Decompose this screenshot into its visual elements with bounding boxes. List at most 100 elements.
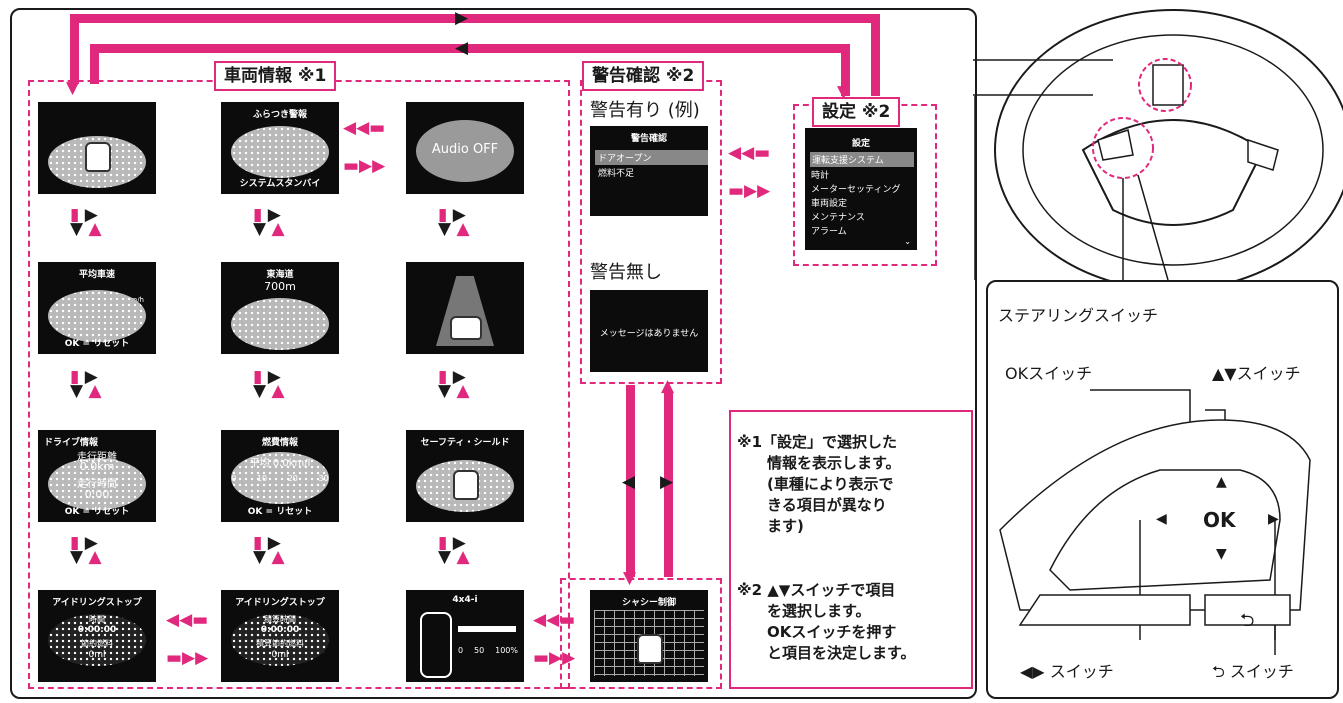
fuel-tick: 10 [256, 474, 268, 483]
down-up-arrows-icon: ▮ ▶▼ ▲ [70, 205, 102, 239]
left-right-switch-label: ◀▶ スイッチ [1020, 662, 1114, 681]
back-switch-label: ⮌ スイッチ [1212, 662, 1294, 681]
fuel-tick: 30 [318, 474, 329, 483]
bottom-right-region [560, 578, 722, 689]
up-button-icon[interactable]: ▲ [1216, 474, 1227, 490]
screen-wobble-alert: ふらつき警報 システムスタンバイ [221, 102, 339, 194]
settings-item: 車両設定 [811, 199, 848, 209]
idle-total-time-label: 積算時間 [264, 615, 296, 624]
ok-reset-text: OK = リセット [64, 507, 130, 517]
settings-item-selected: 運転支援システム [810, 152, 914, 167]
idle-saved-label: 節約燃料 [81, 639, 113, 648]
settings-item: アラーム [811, 227, 847, 237]
left-arrow-icon: ◀ [622, 472, 636, 492]
idle-total-saved-label: 積算節約燃料 [256, 639, 304, 648]
warning-down-bar [626, 385, 635, 577]
screen-vehicle [38, 102, 156, 194]
right-arrow-icon: ▬▶▶ [166, 648, 209, 668]
scroll-down-icon: ⌄ [904, 237, 911, 246]
awd-ticks: 0 50 100% [458, 646, 518, 655]
left-arrow-icon: ◀◀▬ [728, 143, 771, 163]
left-arrow-icon: ◀ [455, 38, 469, 58]
no-message-text: メッセージはありません [599, 329, 699, 339]
audio-off-text: Audio OFF [431, 142, 499, 157]
fuel-avg-value: 平均 0.0km/l [249, 458, 311, 469]
down-up-arrows-icon: ▮ ▶▼ ▲ [70, 367, 102, 401]
right-button-icon[interactable]: ▶ [1268, 511, 1279, 527]
fuel-tick: 20 [287, 474, 298, 483]
drive-info-title: ドライブ情報 [44, 438, 99, 448]
safety-shield-title: セーフティ・シールド [420, 438, 510, 448]
drive-time-value: 0:00 [84, 488, 110, 501]
chassis-title: シャシー制御 [621, 598, 676, 608]
awd-tick: 50 [474, 646, 485, 655]
notes-box [729, 410, 973, 689]
down-arrow-icon: ▼ [837, 82, 851, 102]
right-arrow-icon: ▬▶▶ [343, 156, 386, 176]
screen-audio-off: Audio OFF [406, 102, 524, 194]
wobble-title: ふらつき警報 [252, 110, 307, 120]
ok-switch-label: OKスイッチ [1005, 364, 1093, 383]
settings-item: メンテナンス [811, 213, 865, 223]
top-loop-right-outer [871, 14, 880, 96]
warning-item: 燃料不足 [598, 169, 635, 179]
top-loop-bar-inner [90, 44, 850, 53]
screen-idle-stop-total: アイドリングストップ 積算時間 0:00:00 積算節約燃料 0ml [221, 590, 339, 682]
top-loop-left-inner [90, 44, 99, 84]
fuel-tick: 0 [231, 474, 237, 483]
steering-wheel-illustration [973, 9, 1343, 280]
idle-total-saved-value: 0ml [271, 650, 289, 660]
warning-item-selected: ドアオープン [595, 150, 708, 165]
down-up-arrows-icon: ▮ ▶▼ ▲ [438, 367, 470, 401]
warning-no-label: 警告無し [590, 262, 662, 283]
left-arrow-icon: ◀◀▬ [166, 610, 209, 630]
down-up-arrows-icon: ▮ ▶▼ ▲ [438, 205, 470, 239]
left-arrow-icon: ◀◀▬ [533, 610, 576, 630]
right-arrow-icon: ▶ [455, 8, 469, 28]
idle-time-value: 0:00:00 [77, 625, 117, 635]
tokaido-dist: 700m [264, 280, 296, 293]
ok-reset-text: OK = リセット [247, 507, 313, 517]
drive-time-label: 走行時間 [77, 479, 117, 490]
ok-button[interactable]: OK [1203, 508, 1236, 532]
warning-check-label: 警告確認 ※2 [582, 61, 705, 91]
right-arrow-icon: ▬▶▶ [533, 648, 576, 668]
warning-yes-label: 警告有り (例) [590, 100, 700, 121]
ok-reset-text: OK = リセット [64, 339, 130, 349]
left-button-icon[interactable]: ◀ [1156, 511, 1167, 527]
screen-settings-menu: 設定 運転支援システム 時計 メーターセッティング 車両設定 メンテナンス アラ… [805, 128, 917, 250]
avg-speed-title: 平均車速 [78, 270, 115, 280]
back-button-icon[interactable]: ⮌ [1240, 610, 1255, 631]
up-down-switch-label: ▲▼スイッチ [1212, 364, 1301, 383]
down-button-icon[interactable]: ▼ [1216, 546, 1227, 562]
warning-up-bar [664, 392, 673, 577]
awd-tick: 0 [458, 646, 464, 655]
down-up-arrows-icon: ▮ ▶▼ ▲ [438, 533, 470, 567]
idle-total-time-value: 0:00:00 [260, 625, 300, 635]
screen-lane [406, 262, 524, 354]
left-arrow-icon: ◀◀▬ [343, 118, 386, 138]
idle-saved-value: 0ml [88, 650, 106, 660]
switch-panel-title: ステアリングスイッチ [998, 306, 1159, 325]
screen-no-message: メッセージはありません [590, 290, 708, 372]
screen-warning-list: 警告確認 ドアオープン 燃料不足 [590, 126, 708, 216]
screen-safety-shield: セーフティ・シールド [406, 430, 524, 522]
settings-title: 設定 [851, 139, 870, 149]
idle-stop-title: アイドリングストップ [235, 598, 325, 608]
note-1: ※1「設定」で選択した 情報を表示します。 (車種により表示で きる項目が異なり… [737, 433, 901, 535]
screen-chassis-control: シャシー制御 [590, 590, 708, 682]
screen-avg-speed: 平均車速 0 km/h OK = リセット [38, 262, 156, 354]
down-up-arrows-icon: ▮ ▶▼ ▲ [253, 367, 285, 401]
top-loop-right-inner [841, 44, 850, 96]
screen-fuel-info: 燃費情報 平均 0.0km/l 0 10 20 30 OK = リセット [221, 430, 339, 522]
vehicle-info-label: 車両情報 ※1 [214, 61, 337, 91]
fuel-info-title: 燃費情報 [261, 438, 298, 448]
right-arrow-icon: ▬▶▶ [728, 181, 771, 201]
drive-dist-value: 0.0km [79, 460, 115, 473]
idle-time-label: 時間 [89, 615, 105, 624]
awd-title: 4x4-i [452, 595, 478, 605]
down-up-arrows-icon: ▮ ▶▼ ▲ [253, 205, 285, 239]
settings-item: 時計 [811, 171, 830, 181]
warning-list-title: 警告確認 [630, 134, 667, 144]
down-arrow-icon: ▼ [66, 78, 80, 98]
